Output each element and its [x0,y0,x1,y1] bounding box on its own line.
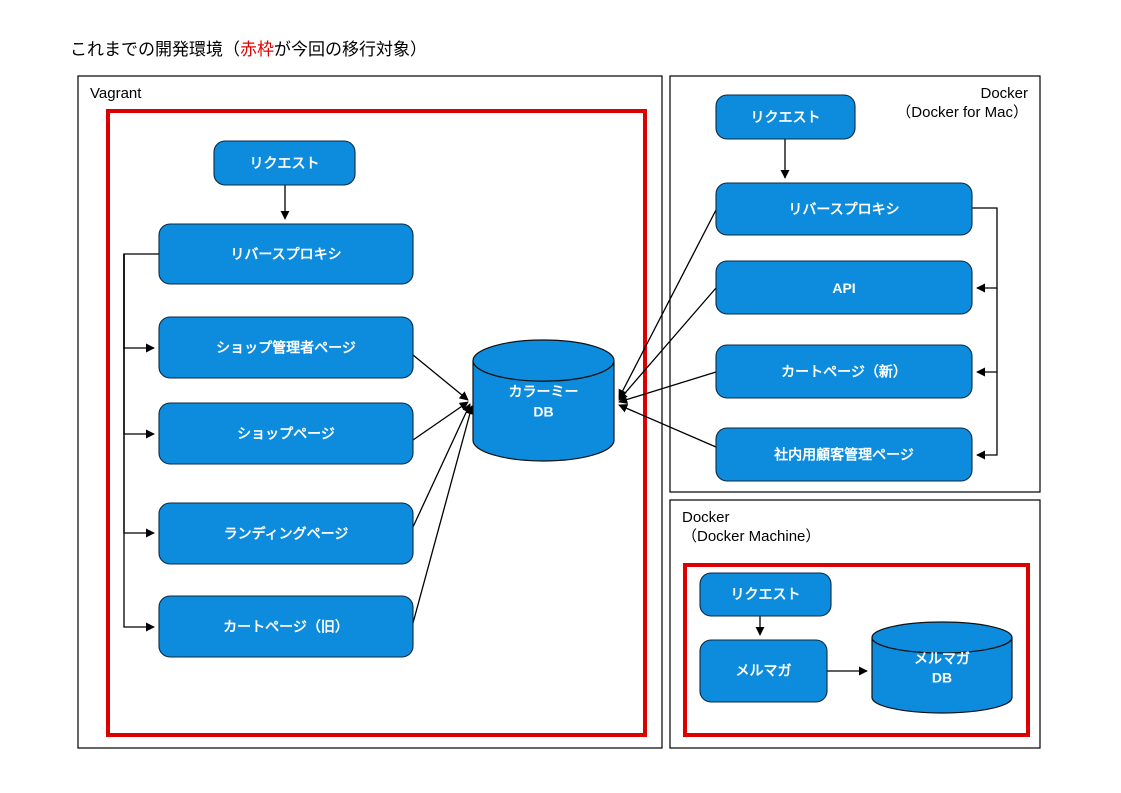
node-label: API [832,280,855,296]
edge-landing-page-to-db [412,403,471,528]
database-cylinder-top [871,621,1013,654]
node-box[interactable] [715,182,973,236]
edges-layer [123,139,998,676]
node-vagrant-shop-page[interactable]: ショップページ [158,402,414,465]
node-label: カートページ（旧） [223,619,349,635]
node-label: リクエスト [250,155,320,171]
node-docker-reverse-proxy[interactable]: リバースプロキシ [715,182,973,236]
node-vagrant-request[interactable]: リクエスト [213,140,356,186]
title-highlight: 赤枠 [240,40,274,59]
edge-shop-admin-to-db [412,354,469,401]
node-box[interactable] [715,427,973,482]
diagram-title: これまでの開発環境（赤枠が今回の移行対象） [70,40,427,59]
edge-docker-cart-new-to-db [618,371,717,404]
node-box[interactable] [715,94,856,140]
node-docker-request[interactable]: リクエスト [715,94,856,140]
node-docker-api[interactable]: API [715,260,973,315]
edge-docker-api-to-db [618,287,717,401]
node-label: 社内用顧客管理ページ [773,447,914,463]
red-scope-boxes-layer [106,109,1030,737]
node-label: ランディングページ [224,526,349,542]
node-label: カートページ（新） [781,364,907,380]
red-scope-box-vagrant-migration-scope [106,109,647,737]
database-cylinder-top [472,339,615,382]
node-box[interactable] [158,502,414,565]
title-suffix: が今回の移行対象） [274,40,427,59]
panel-label: Docker（Docker for Mac） [896,85,1028,121]
edge-docker-crm-to-db [618,404,717,448]
panel-label: Docker（Docker Machine） [682,509,820,545]
panel-docker-machine: Docker（Docker Machine） [669,499,1041,749]
node-box[interactable] [158,223,414,285]
node-vagrant-shop-admin[interactable]: ショップ管理者ページ [158,316,414,379]
red-scope-box-mailmag-migration-scope [683,563,1030,737]
node-label: リクエスト [731,586,801,602]
edge-proxy-to-cart-old [123,254,155,632]
node-box[interactable] [699,572,832,617]
edge-shop-page-to-db [412,401,469,441]
node-label: メルマガ [736,663,792,679]
node-box[interactable] [158,402,414,465]
node-vagrant-landing-page[interactable]: ランディングページ [158,502,414,565]
node-box[interactable] [715,260,973,315]
title-prefix: これまでの開発環境（ [70,40,240,59]
node-docker-cart-new[interactable]: カートページ（新） [715,344,973,399]
node-box[interactable] [715,344,973,399]
edge-docker-proxy-to-crm [976,372,998,460]
node-box[interactable] [158,316,414,379]
edge-docker-proxy-to-db [618,209,717,399]
node-mailmag-service[interactable]: メルマガ [699,639,828,703]
svg-text:これまでの開発環境（赤枠が今回の移行対象）: これまでの開発環境（赤枠が今回の移行対象） [70,40,427,59]
edge-cart-old-to-db [412,405,475,624]
node-label: ショップ管理者ページ [216,340,356,356]
node-label: リクエスト [751,109,821,125]
node-vagrant-reverse-proxy[interactable]: リバースプロキシ [158,223,414,285]
edge-docker-proxy-to-api [972,207,998,293]
node-box[interactable] [699,639,828,703]
node-vagrant-cart-old[interactable]: カートページ（旧） [158,595,414,658]
node-label: リバースプロキシ [788,201,899,217]
node-label: リバースプロキシ [230,246,341,262]
node-box[interactable] [213,140,356,186]
nodes-layer: リクエストリバースプロキシショップ管理者ページショップページランディングページカ… [158,94,973,703]
node-box[interactable] [158,595,414,658]
node-label: ショップページ [237,426,335,442]
node-docker-crm-page[interactable]: 社内用顧客管理ページ [715,427,973,482]
node-mailmag-request[interactable]: リクエスト [699,572,832,617]
panel-label: Vagrant [90,85,142,102]
